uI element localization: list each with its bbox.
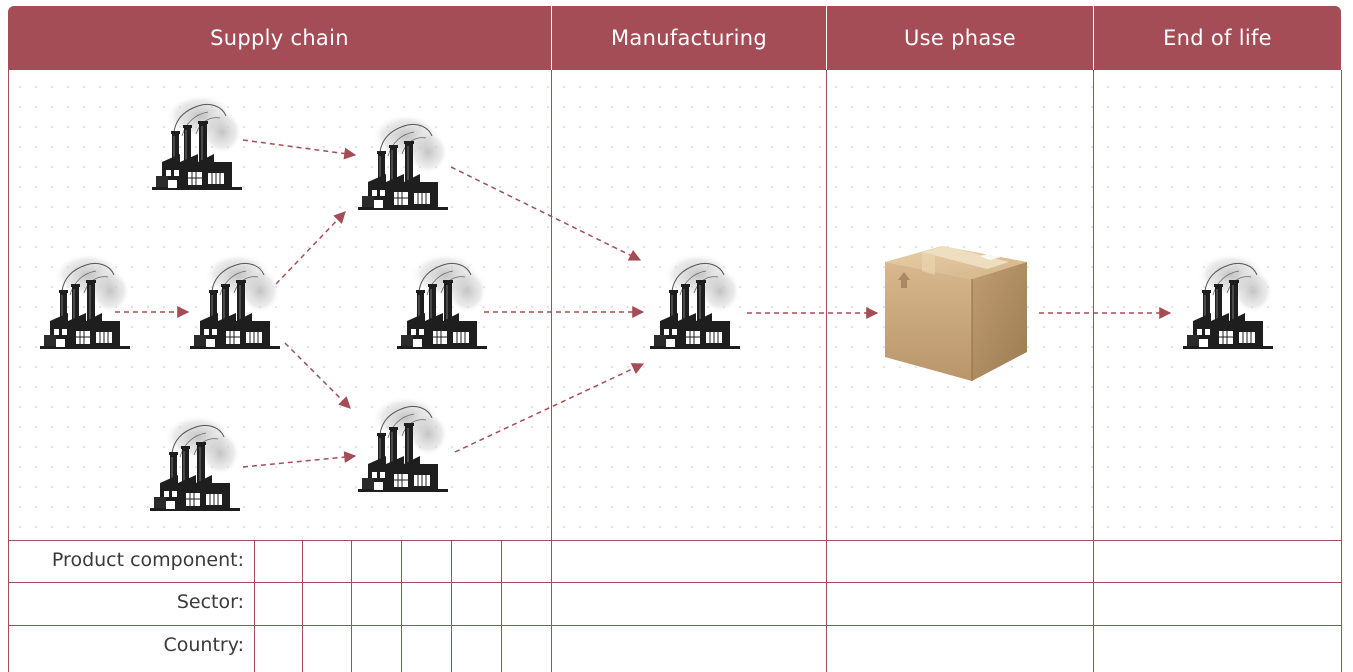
header-label: Use phase [904,26,1016,50]
factory-icon [396,252,488,350]
table-line [451,540,452,672]
row-label-country: Country: [163,634,245,656]
table-line [501,540,502,672]
table-line [8,540,1342,541]
factory-icon [189,252,281,350]
factory-icon [1182,252,1274,350]
arrow-s7-s6 [242,451,357,468]
table-line [8,582,1342,583]
arrow-s6-mfg [454,363,645,453]
header-label: Supply chain [210,26,349,50]
factory-icon [151,93,243,191]
row-label-product-component: Product component: [51,549,244,571]
box-icon [885,246,1027,381]
arrow-s2-mfg [450,166,642,261]
header-end-of-life: End of life [1094,6,1341,70]
table-line [8,625,1342,626]
grid-line [551,70,552,672]
grid-line [1341,70,1342,672]
factory-icon [149,414,241,512]
factory-icon [39,252,131,350]
table-line [351,540,352,672]
row-label-sector: Sector: [176,591,244,613]
arrow-s4-s2 [275,211,346,285]
grid-line [1093,70,1094,672]
table-line [302,540,303,672]
grid-line [826,70,827,672]
grid-line [8,70,9,672]
table-line [254,540,255,672]
header-label: End of life [1163,26,1272,50]
arrow-s1-s2 [242,139,357,160]
factory-icon [357,395,449,493]
factory-icon [357,113,449,211]
factory-icon [649,252,741,350]
header-label: Manufacturing [611,26,767,50]
header-supply-chain: Supply chain [8,6,551,70]
header-manufacturing: Manufacturing [552,6,826,70]
flow-arrows [115,139,1172,468]
header-use-phase: Use phase [827,6,1093,70]
table-line [401,540,402,672]
arrow-s4-s6 [284,342,351,409]
